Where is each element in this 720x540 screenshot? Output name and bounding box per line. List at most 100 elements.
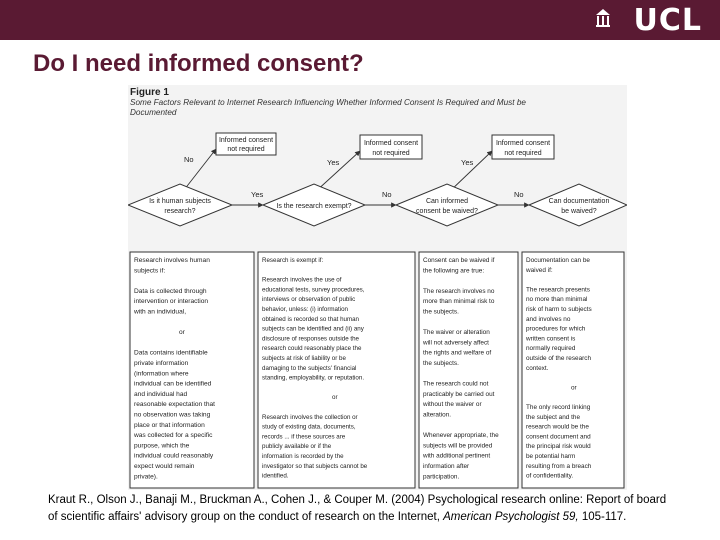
panel-4-line: be potential harm: [526, 453, 575, 460]
panel-2-line: study of existing data, documents,: [262, 424, 356, 431]
decision-4-line1: Can documentation: [549, 198, 610, 205]
panel-3-line: Consent can be waived if: [423, 257, 495, 264]
panel-3-line: The research involves no: [423, 288, 495, 295]
flow-connectors: [183, 148, 530, 208]
panel-1-line: private information: [134, 360, 189, 367]
panel-4-line: research would be the: [526, 424, 589, 431]
panel-3-line: with additional pertinent: [422, 453, 490, 460]
panel-2-line: Research involves the use of: [262, 277, 342, 284]
panel-4-line: The only record linking: [526, 404, 591, 411]
panel-3-line: Whenever appropriate, the: [423, 432, 499, 439]
criteria-panels-text: Research involves human subjects if: Data …: [133, 257, 592, 480]
panel-4-line: no more than minimal: [526, 296, 587, 303]
panel-4-line: normally required: [526, 345, 576, 352]
panel-1-line: no observation was taking: [134, 412, 211, 419]
decision-2-line1: Is the research exempt?: [276, 203, 351, 210]
panel-1-line: intervention or interaction: [134, 298, 208, 305]
panel-3-line: participation.: [423, 473, 459, 480]
panel-4-line: procedures for which: [526, 326, 586, 333]
figure-caption-line2: Documented: [130, 108, 177, 117]
panel-4-line: resulting from a breach: [526, 463, 592, 470]
criteria-panel-4: [521, 251, 625, 489]
figure-label: Figure 1: [130, 87, 169, 98]
panel-1-line: Research involves human: [134, 257, 210, 264]
panel-2-line: standing, employability, or reputation.: [262, 375, 364, 382]
decision-consent-waived: Can informed consent be waived?: [394, 183, 500, 227]
panel-3-line: without the waiver or: [422, 401, 482, 408]
panel-3-line: alteration.: [423, 412, 451, 419]
panel-4-line: and involves no: [526, 316, 571, 323]
panel-1-line: subjects if:: [134, 267, 165, 274]
panel-3-line: will not adversely affect: [422, 339, 489, 346]
panel-1-line: with an individual,: [133, 309, 186, 316]
decision-1-line2: research?: [164, 208, 195, 215]
panel-2-line: research could reasonably place the: [262, 345, 362, 352]
panel-4-line: context.: [526, 365, 549, 372]
outcome-box-1-line2: not required: [227, 146, 264, 153]
panel-2-line: publicly available or if the: [262, 443, 332, 450]
ucl-portico-icon: [596, 9, 610, 27]
ucl-logo: UCL: [633, 3, 702, 38]
panel-2-line: records ... if these sources are: [262, 433, 346, 440]
panel-2-line: subjects can be identified and (ii) any: [262, 326, 365, 333]
panel-1-line: individual can be identified: [134, 381, 212, 388]
outcome-box-2-line2: not required: [372, 150, 409, 157]
panel-4-line: of confidentiality.: [526, 473, 573, 480]
decision-3-line1: Can informed: [426, 198, 468, 205]
panel-2-line: information is recorded by the: [262, 453, 344, 460]
panel-3-line: the subjects.: [423, 360, 459, 367]
panel-3-line: The research could not: [423, 381, 489, 388]
panel-1-line: individual could reasonably: [134, 453, 214, 460]
panel-2-line: identified.: [262, 473, 289, 480]
panel-2-line: or: [332, 394, 338, 401]
panel-3-line: the rights and welfare of: [423, 350, 491, 357]
panel-2-line: Research is exempt if:: [262, 257, 323, 264]
panel-2-line: Research involves the collection or: [262, 414, 358, 421]
panel-1-line: (information where: [134, 370, 189, 377]
consent-flowchart-figure: Figure 1 Some Factors Relevant to Intern…: [128, 85, 627, 490]
panel-2-line: investigator so that subjects cannot be: [262, 463, 368, 470]
panel-4-line: Documentation can be: [526, 257, 590, 264]
panel-4-line: the principal risk would: [526, 443, 591, 450]
panel-4-line: the subject and the: [526, 414, 580, 421]
panel-2-line: disclosure of responses outside the: [262, 335, 360, 342]
panel-1-line: expect would remain: [134, 463, 195, 470]
edge-label-no-exempt: No: [382, 190, 392, 199]
decision-4-line2: be waived?: [561, 208, 597, 215]
panel-4-line: risk of harm to subjects: [526, 306, 592, 313]
edge-label-no: No: [184, 155, 194, 164]
panel-1-line: or: [179, 329, 186, 336]
panel-2-line: interviews or observation of public: [262, 296, 355, 303]
panel-4-line: The research presents: [526, 286, 590, 293]
citation: Kraut R., Olson J., Banaji M., Bruckman …: [48, 492, 708, 526]
panel-3-line: information after: [423, 463, 470, 470]
panel-4-line: outside of the research: [526, 355, 591, 362]
criteria-panel-3: [418, 251, 519, 489]
panel-1-line: purpose, which the: [134, 442, 190, 449]
outcome-box-3-line1: Informed consent: [496, 140, 550, 147]
edge-label-yes-human: Yes: [251, 190, 263, 199]
panel-3-line: the following are true:: [423, 267, 484, 274]
citation-pages: 105-117.: [578, 511, 627, 523]
decision-3-line2: consent be waived?: [416, 208, 478, 215]
edge-label-no-waived: No: [514, 190, 524, 199]
panel-4-line: written consent is: [525, 335, 575, 342]
panel-2-line: obtained is recorded so that human: [262, 316, 360, 323]
decision-1-line1: Is it human subjects: [149, 198, 211, 205]
panel-1-line: place or that information: [134, 422, 205, 429]
panel-3-line: practicably be carried out: [423, 391, 495, 398]
decision-exempt: Is the research exempt?: [261, 183, 367, 227]
panel-1-line: reasonable expectation that: [134, 401, 215, 408]
header-bar: UCL: [0, 0, 720, 40]
panel-2-line: educational tests, survey procedures,: [262, 286, 365, 293]
criteria-panel-2: [257, 251, 416, 489]
panel-2-line: subjects at risk of liability or be: [262, 355, 346, 362]
panel-3-line: the subjects.: [423, 309, 459, 316]
panel-4-line: or: [571, 384, 578, 391]
citation-line2: of scientific affairs' advisory group on…: [48, 509, 708, 526]
panel-1-line: Data contains identifiable: [134, 350, 208, 357]
outcome-box-3: Informed consent not required: [491, 134, 555, 160]
panel-4-line: consent document and: [526, 433, 591, 440]
panel-3-line: The waiver or alteration: [423, 329, 490, 336]
figure-caption-line1: Some Factors Relevant to Internet Resear…: [130, 98, 526, 107]
